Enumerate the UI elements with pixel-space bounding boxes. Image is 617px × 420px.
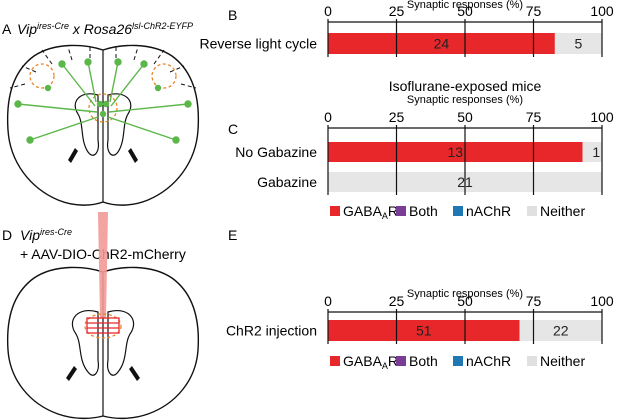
legend-c-label-2: nAChR xyxy=(466,203,511,219)
legend-panel-e: GABAAR Both nAChR Neither xyxy=(330,353,585,371)
panel-b-tick-label-100: 100 xyxy=(590,3,614,19)
ventricle-left-a xyxy=(74,93,99,156)
panel-c-tick-label-50: 50 xyxy=(457,109,473,125)
panel-a-title-mid: x Rosa26 xyxy=(69,21,132,37)
panel-b-letter: B xyxy=(228,7,237,23)
panel-b-tick-label-0: 0 xyxy=(324,3,332,19)
legend-c-label-1: Both xyxy=(409,203,438,219)
panel-b-data-label-gabaar-0: 24 xyxy=(434,36,450,52)
panel-e-letter: E xyxy=(228,227,237,243)
panel-a-title-sup1: ires-Cre xyxy=(37,21,69,31)
panel-e-tick-label-100: 100 xyxy=(590,293,614,309)
structure-left-d xyxy=(66,366,77,381)
panel-e-data-label-neither-0: 22 xyxy=(553,323,569,339)
panel-c-category-label-1: Gabazine xyxy=(257,174,317,190)
legend-panel-c: GABAAR Both nAChR Neither xyxy=(330,203,585,221)
panel-b-x-axis-label: Synaptic responses (%) xyxy=(407,0,523,11)
panel-a-title-main: Vip xyxy=(17,21,37,37)
legend-e-swatch-3 xyxy=(527,356,537,366)
ventricle-right-d xyxy=(107,310,135,376)
panel-c-data-label-gabaar-0: 13 xyxy=(447,144,463,160)
legend-e-swatch-1 xyxy=(396,356,406,366)
panel-e-tick-label-0: 0 xyxy=(324,293,332,309)
panel-b-bar-neither-0 xyxy=(554,33,602,54)
panel-e-bar-gabaar-0 xyxy=(328,320,520,341)
legend-e-label-2: nAChR xyxy=(466,353,511,369)
panel-a: A Vipires-Cre x Rosa26lsl-ChR2-EYFP xyxy=(2,21,200,206)
panel-e-tick-label-75: 75 xyxy=(526,293,542,309)
dashed-region-left-a xyxy=(29,63,55,89)
panel-e-tick-label-25: 25 xyxy=(389,293,405,309)
panel-b-data-label-neither-0: 5 xyxy=(575,36,583,52)
legend-c-label-3: Neither xyxy=(540,203,585,219)
panel-a-letter: A xyxy=(2,21,12,37)
panel-c-data-label-neither-0: 1 xyxy=(592,144,600,160)
panel-d-title-main: Vip xyxy=(20,227,40,243)
panel-c-bar-neither-0 xyxy=(582,142,602,162)
ventricle-left-d xyxy=(71,310,99,376)
legend-e-swatch-2 xyxy=(453,356,463,366)
charts: B Synaptic responses (%) 24 5 Reverse light … xyxy=(200,0,614,344)
legend-c-swatch-0 xyxy=(330,206,340,216)
panel-a-title-sup2: lsl-ChR2-EYFP xyxy=(132,21,193,31)
panel-b: B Synaptic responses (%) 24 5 Reverse light … xyxy=(200,0,614,57)
panel-c-tick-label-0: 0 xyxy=(324,109,332,125)
panel-b-tick-label-75: 75 xyxy=(526,3,542,19)
cortical-columns-a xyxy=(9,46,197,89)
panel-b-bar-gabaar-0 xyxy=(328,33,555,54)
injection-site-lines xyxy=(86,317,120,334)
panel-e: E Synaptic responses (%) 51 22 ChR2 injectio… xyxy=(226,227,614,344)
panel-d-letter: D xyxy=(2,227,12,243)
panel-c-bar-gabaar-0 xyxy=(328,142,583,162)
panel-c-tick-label-75: 75 xyxy=(526,109,542,125)
legend-e-swatch-0 xyxy=(330,356,340,366)
panel-e-data-label-gabaar-0: 51 xyxy=(416,323,432,339)
legend-c-swatch-1 xyxy=(396,206,406,216)
structure-right-a xyxy=(128,148,138,163)
legend-c-label-0: GABAAR xyxy=(343,203,398,221)
panel-b-category-label-0: Reverse light cycle xyxy=(200,36,318,52)
panel-c-x-axis-label: Synaptic responses (%) xyxy=(407,94,523,106)
structure-right-d xyxy=(129,366,140,381)
panel-c-tick-label-25: 25 xyxy=(389,109,405,125)
legend-e-label-0: GABAAR xyxy=(343,353,398,371)
dashed-region-center-a xyxy=(88,93,118,123)
legend-e-label-1: Both xyxy=(409,353,438,369)
panel-e-bar-neither-0 xyxy=(519,320,602,341)
legend-e-label-3: Neither xyxy=(540,353,585,369)
legend-c-swatch-3 xyxy=(527,206,537,216)
optic-fiber-injection xyxy=(98,212,108,318)
dashed-region-right-a xyxy=(151,63,177,89)
panel-c-letter: C xyxy=(228,121,238,137)
panel-e-category-label-0: ChR2 injection xyxy=(226,323,317,339)
panel-d: D Vipires-Cre + AAV-DIO-ChR2-mCherry xyxy=(2,212,200,420)
panel-b-tick-label-25: 25 xyxy=(389,3,405,19)
panel-e-tick-label-50: 50 xyxy=(457,293,473,309)
structure-left-a xyxy=(68,148,78,163)
panel-b-tick-label-50: 50 xyxy=(457,3,473,19)
dashed-region-d xyxy=(84,313,122,339)
ventricle-right-a xyxy=(107,93,132,156)
panel-d-title: Vipires-Cre xyxy=(20,227,72,243)
legend-c-swatch-2 xyxy=(453,206,463,216)
vip-neurons-a xyxy=(14,58,192,144)
panel-d-title-sup1: ires-Cre xyxy=(40,227,72,237)
panel-c-tick-label-100: 100 xyxy=(590,109,614,125)
panel-c-category-label-0: No Gabazine xyxy=(235,144,317,160)
panel-c-title: Isoflurane-exposed mice xyxy=(389,78,542,94)
panel-a-title: Vipires-Cre x Rosa26lsl-ChR2-EYFP xyxy=(17,21,193,37)
panel-e-x-axis-label: Synaptic responses (%) xyxy=(407,288,523,300)
